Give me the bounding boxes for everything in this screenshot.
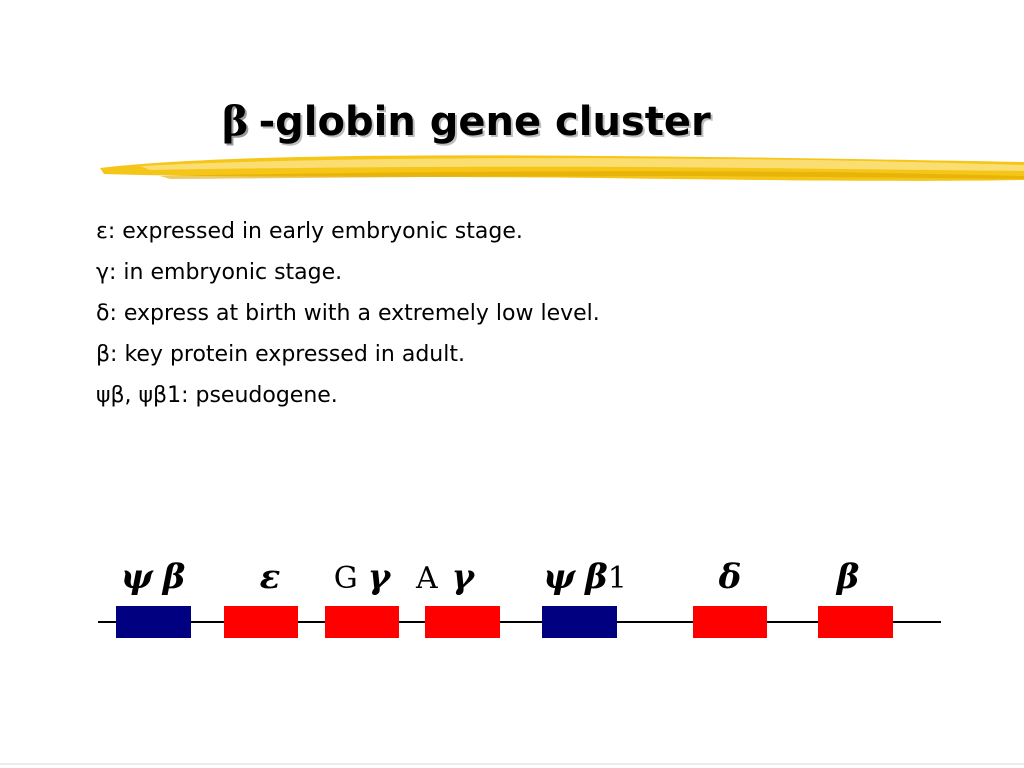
title-beta-symbol: β	[222, 98, 249, 145]
gene-box-psi-beta	[116, 606, 191, 638]
gene-label: ε	[260, 557, 281, 597]
gene-box-delta	[693, 606, 767, 638]
note-beta: β: key protein expressed in adult.	[96, 342, 465, 367]
gene-box-beta	[818, 606, 893, 638]
note-epsilon: ε: expressed in early embryonic stage.	[96, 219, 523, 244]
gene-epsilon: ε	[224, 557, 298, 638]
gene-label: δ	[718, 557, 742, 597]
gene-box-psi-beta-1	[542, 606, 617, 638]
gene-delta: δ	[693, 557, 767, 638]
gene-box-g-gamma	[325, 606, 399, 638]
title-text: -globin gene cluster	[258, 99, 711, 145]
note-pseudogene: ψβ, ψβ1: pseudogene.	[96, 383, 338, 408]
gene-label: β	[835, 557, 860, 597]
gene-beta: β	[818, 557, 893, 638]
brush-dark-streak	[160, 171, 1024, 179]
yellow-brush-stroke	[100, 155, 1024, 181]
page-title: β-globin gene cluster	[222, 92, 711, 152]
gene-box-epsilon	[224, 606, 298, 638]
note-delta: δ: express at birth with a extremely low…	[96, 301, 600, 326]
gene-box-a-gamma	[425, 606, 500, 638]
note-gamma: γ: in embryonic stage.	[96, 260, 343, 285]
brush-highlight-stroke	[140, 158, 1024, 171]
bottom-divider	[0, 763, 1024, 765]
notes-list: ε: expressed in early embryonic stage. γ…	[96, 211, 600, 416]
